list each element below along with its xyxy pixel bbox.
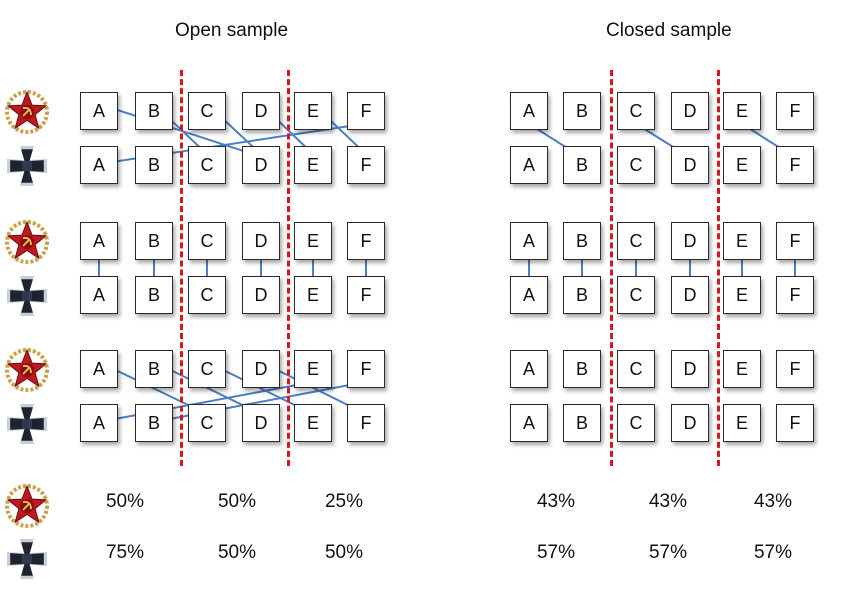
closed-row2-bottom-box-c: C bbox=[617, 276, 655, 314]
open-row1-top-box-f: F bbox=[347, 92, 385, 130]
open-row1-top-box-b: B bbox=[135, 92, 173, 130]
open-row3-top-box-d: D bbox=[242, 350, 280, 388]
open-row2-top-box-d: D bbox=[242, 222, 280, 260]
open-second-percentage-2: 50% bbox=[217, 542, 257, 563]
open-second-percentage-3: 50% bbox=[324, 542, 364, 563]
closed-row1-bottom-box-b: B bbox=[563, 146, 601, 184]
closed-row2-bottom-box-a: A bbox=[510, 276, 548, 314]
closed-row1-top-box-c: C bbox=[617, 92, 655, 130]
open-row2-top-box-c: C bbox=[188, 222, 226, 260]
open-first-percentage-1: 50% bbox=[105, 491, 145, 512]
closed-row1-top-box-d: D bbox=[671, 92, 709, 130]
closed-row2-top-box-b: B bbox=[563, 222, 601, 260]
soviet-star-icon-summary bbox=[5, 484, 49, 528]
open-row3-top-box-b: B bbox=[135, 350, 173, 388]
closed-row1-top-box-a: A bbox=[510, 92, 548, 130]
open-row2-bottom-box-b: B bbox=[135, 276, 173, 314]
open-row1-bottom-box-c: C bbox=[188, 146, 226, 184]
closed-row1-bottom-box-f: F bbox=[776, 146, 814, 184]
open-row3-top-box-a: A bbox=[80, 350, 118, 388]
closed-row3-bottom-box-f: F bbox=[776, 404, 814, 442]
closed-row3-bottom-box-e: E bbox=[723, 404, 761, 442]
closed-row2-bottom-box-e: E bbox=[723, 276, 761, 314]
open-row1-top-box-e: E bbox=[294, 92, 332, 130]
open-row1-bottom-box-d: D bbox=[242, 146, 280, 184]
open-row3-bottom-box-d: D bbox=[242, 404, 280, 442]
open-row2-bottom-box-f: F bbox=[347, 276, 385, 314]
closed-row3-top-box-f: F bbox=[776, 350, 814, 388]
closed-row3-top-box-a: A bbox=[510, 350, 548, 388]
open-row1-top-box-a: A bbox=[80, 92, 118, 130]
open-sample-title: Open sample bbox=[175, 20, 289, 41]
iron-cross-icon-row-2 bbox=[7, 276, 47, 316]
closed-row3-top-box-e: E bbox=[723, 350, 761, 388]
closed-first-percentage-3: 43% bbox=[753, 491, 793, 512]
closed-second-percentage-1: 57% bbox=[536, 542, 576, 563]
open-row3-bottom-box-e: E bbox=[294, 404, 332, 442]
open-row2-bottom-box-a: A bbox=[80, 276, 118, 314]
open-row1-bottom-box-e: E bbox=[294, 146, 332, 184]
closed-row3-bottom-box-a: A bbox=[510, 404, 548, 442]
open-second-percentage-1: 75% bbox=[105, 542, 145, 563]
closed-row3-bottom-box-c: C bbox=[617, 404, 655, 442]
closed-row2-bottom-box-b: B bbox=[563, 276, 601, 314]
open-row3-top-box-e: E bbox=[294, 350, 332, 388]
open-row2-top-box-e: E bbox=[294, 222, 332, 260]
soviet-star-icon-row-2 bbox=[5, 220, 49, 264]
open-row3-bottom-box-f: F bbox=[347, 404, 385, 442]
closed-row3-bottom-box-b: B bbox=[563, 404, 601, 442]
closed-row1-bottom-box-a: A bbox=[510, 146, 548, 184]
open-row2-top-box-a: A bbox=[80, 222, 118, 260]
open-row2-bottom-box-d: D bbox=[242, 276, 280, 314]
open-first-percentage-2: 50% bbox=[217, 491, 257, 512]
open-row1-top-box-c: C bbox=[188, 92, 226, 130]
closed-row2-top-box-f: F bbox=[776, 222, 814, 260]
closed-row1-bottom-box-c: C bbox=[617, 146, 655, 184]
closed-row2-top-box-c: C bbox=[617, 222, 655, 260]
closed-first-percentage-2: 43% bbox=[648, 491, 688, 512]
open-row3-top-box-c: C bbox=[188, 350, 226, 388]
open-divider-1 bbox=[180, 70, 183, 466]
soviet-star-icon-row-1 bbox=[5, 90, 49, 134]
closed-row2-bottom-box-f: F bbox=[776, 276, 814, 314]
open-row3-bottom-box-a: A bbox=[80, 404, 118, 442]
iron-cross-icon-summary bbox=[7, 539, 47, 579]
open-row3-bottom-box-b: B bbox=[135, 404, 173, 442]
closed-row3-top-box-c: C bbox=[617, 350, 655, 388]
iron-cross-icon-row-1 bbox=[7, 146, 47, 186]
closed-row2-top-box-d: D bbox=[671, 222, 709, 260]
open-row1-bottom-box-a: A bbox=[80, 146, 118, 184]
closed-first-percentage-1: 43% bbox=[536, 491, 576, 512]
open-row2-top-box-f: F bbox=[347, 222, 385, 260]
closed-row2-top-box-a: A bbox=[510, 222, 548, 260]
open-row1-bottom-box-f: F bbox=[347, 146, 385, 184]
closed-row1-top-box-b: B bbox=[563, 92, 601, 130]
closed-row2-top-box-e: E bbox=[723, 222, 761, 260]
open-row3-bottom-box-c: C bbox=[188, 404, 226, 442]
open-row3-top-box-f: F bbox=[347, 350, 385, 388]
open-row1-bottom-box-b: B bbox=[135, 146, 173, 184]
open-first-percentage-3: 25% bbox=[324, 491, 364, 512]
iron-cross-icon-row-3 bbox=[7, 404, 47, 444]
open-row1-top-box-d: D bbox=[242, 92, 280, 130]
closed-row3-top-box-d: D bbox=[671, 350, 709, 388]
open-divider-2 bbox=[287, 70, 290, 466]
closed-row1-top-box-f: F bbox=[776, 92, 814, 130]
closed-row3-top-box-b: B bbox=[563, 350, 601, 388]
closed-row1-bottom-box-d: D bbox=[671, 146, 709, 184]
soviet-star-icon-row-3 bbox=[5, 348, 49, 392]
closed-divider-2 bbox=[717, 70, 720, 466]
closed-row1-bottom-box-e: E bbox=[723, 146, 761, 184]
closed-row1-top-box-e: E bbox=[723, 92, 761, 130]
closed-divider-1 bbox=[610, 70, 613, 466]
closed-row2-bottom-box-d: D bbox=[671, 276, 709, 314]
closed-second-percentage-3: 57% bbox=[753, 542, 793, 563]
closed-row3-bottom-box-d: D bbox=[671, 404, 709, 442]
open-row2-bottom-box-e: E bbox=[294, 276, 332, 314]
open-row2-bottom-box-c: C bbox=[188, 276, 226, 314]
closed-second-percentage-2: 57% bbox=[648, 542, 688, 563]
open-row2-top-box-b: B bbox=[135, 222, 173, 260]
closed-sample-title: Closed sample bbox=[606, 20, 732, 41]
